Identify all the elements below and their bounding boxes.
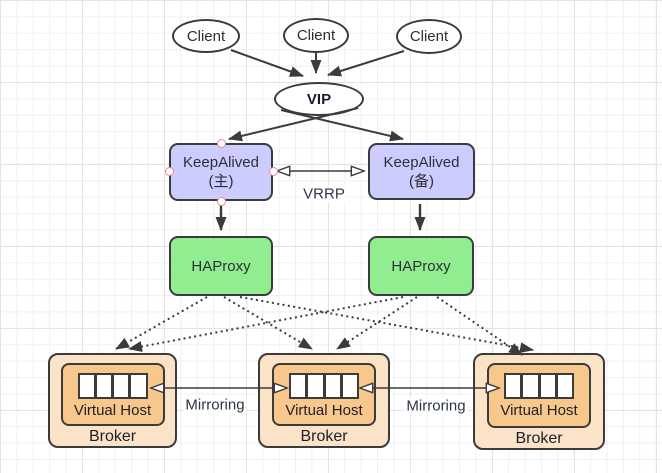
vip-node[interactable]: VIP xyxy=(274,82,364,116)
virtual-host-label: Virtual Host xyxy=(285,402,363,419)
keepalived-name: KeepAlived xyxy=(183,154,259,171)
edge-haproxy-left-to-broker1[interactable] xyxy=(115,296,208,350)
edge-client3-to-vip[interactable] xyxy=(327,50,405,77)
haproxy-left-node[interactable]: HAProxy xyxy=(169,236,273,296)
queue-icon[interactable] xyxy=(504,373,574,399)
queue-icon[interactable] xyxy=(289,373,359,399)
mirroring-label-2[interactable]: Mirroring xyxy=(404,397,468,415)
edge-haproxy-left-to-broker2[interactable] xyxy=(223,296,313,350)
virtual-host-node-2[interactable]: Virtual Host xyxy=(272,363,376,426)
edge-haproxy-left-to-broker3[interactable] xyxy=(239,296,534,354)
client-label: Client xyxy=(296,27,336,44)
haproxy-right-node[interactable]: HAProxy xyxy=(368,236,474,296)
broker-label: Broker xyxy=(88,428,137,445)
connection-point-bottom[interactable] xyxy=(217,197,226,206)
keepalived-name: KeepAlived xyxy=(383,153,460,171)
virtual-host-label: Virtual Host xyxy=(73,402,152,419)
mirroring-label-1[interactable]: Mirroring xyxy=(183,396,247,414)
broker-node-2[interactable]: Virtual Host Broker xyxy=(258,353,390,448)
edge-client1-to-vip[interactable] xyxy=(230,49,304,77)
client-node-3[interactable]: Client xyxy=(396,19,462,54)
client-node-2[interactable]: Client xyxy=(283,18,349,53)
keepalived-primary-node[interactable]: KeepAlived (主) xyxy=(169,143,273,201)
edge-haproxy-right-to-broker3[interactable] xyxy=(436,296,523,356)
broker-label: Broker xyxy=(300,428,348,445)
vip-label: VIP xyxy=(306,90,332,108)
keepalived-backup-node[interactable]: KeepAlived (备) xyxy=(368,143,475,200)
connection-point-left[interactable] xyxy=(165,167,174,176)
edge-haproxy-right-to-broker1[interactable] xyxy=(128,296,404,352)
edge-haproxy-right-to-broker2[interactable] xyxy=(336,296,418,350)
virtual-host-node-1[interactable]: Virtual Host xyxy=(60,363,165,426)
queue-icon[interactable] xyxy=(77,373,148,399)
client-label: Client xyxy=(409,28,449,45)
broker-label: Broker xyxy=(515,430,563,447)
client-node-1[interactable]: Client xyxy=(172,19,240,53)
virtual-host-node-3[interactable]: Virtual Host xyxy=(487,363,591,428)
haproxy-label: HAProxy xyxy=(391,257,451,275)
haproxy-label: HAProxy xyxy=(191,257,251,275)
connection-point-right[interactable] xyxy=(269,167,278,176)
broker-node-1[interactable]: Virtual Host Broker xyxy=(48,353,177,448)
broker-node-3[interactable]: Virtual Host Broker xyxy=(473,353,605,450)
keepalived-role: (主) xyxy=(208,173,234,190)
keepalived-role: (备) xyxy=(409,172,434,190)
vrrp-label[interactable]: VRRP xyxy=(301,185,347,203)
connection-point-top[interactable] xyxy=(217,139,226,148)
virtual-host-label: Virtual Host xyxy=(500,402,578,419)
client-label: Client xyxy=(186,27,226,45)
